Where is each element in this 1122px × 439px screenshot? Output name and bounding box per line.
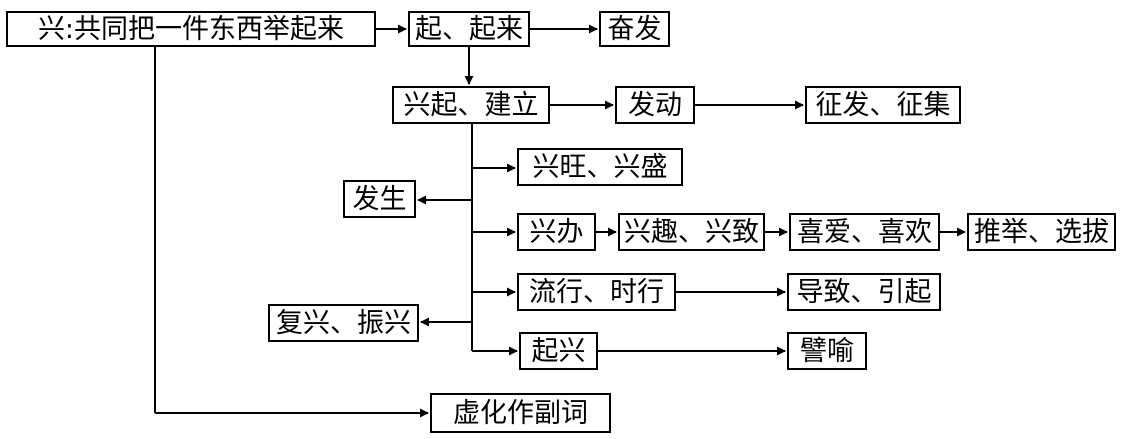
node-xiai-xihuan: 喜爱、喜欢 <box>789 213 940 251</box>
node-xingqi-jianli: 兴起、建立 <box>392 86 550 124</box>
node-liuxing-shixing: 流行、时行 <box>517 273 676 311</box>
node-fadong: 发动 <box>615 86 695 124</box>
node-tuiju-xuanba: 推举、选拔 <box>967 213 1116 251</box>
node-fasheng: 发生 <box>343 180 416 218</box>
node-xingqu-xingzhi: 兴趣、兴致 <box>618 213 765 251</box>
node-xingwang-xingsheng: 兴旺、兴盛 <box>517 148 683 186</box>
node-root: 兴:共同把一件东西举起来 <box>6 11 376 47</box>
node-zhengfa-zhengji: 征发、征集 <box>805 86 961 124</box>
node-xuhua: 虚化作副词 <box>430 393 611 433</box>
node-daozhi-yinqi: 导致、引起 <box>787 273 941 311</box>
node-qi-qilai: 起、起来 <box>408 11 530 47</box>
node-qixing: 起兴 <box>519 332 598 370</box>
node-fenfa: 奋发 <box>599 11 670 47</box>
node-xingban: 兴办 <box>517 213 596 251</box>
node-fuxing-zhenxing: 复兴、振兴 <box>268 304 419 342</box>
node-piyu: 譬喻 <box>787 332 867 370</box>
